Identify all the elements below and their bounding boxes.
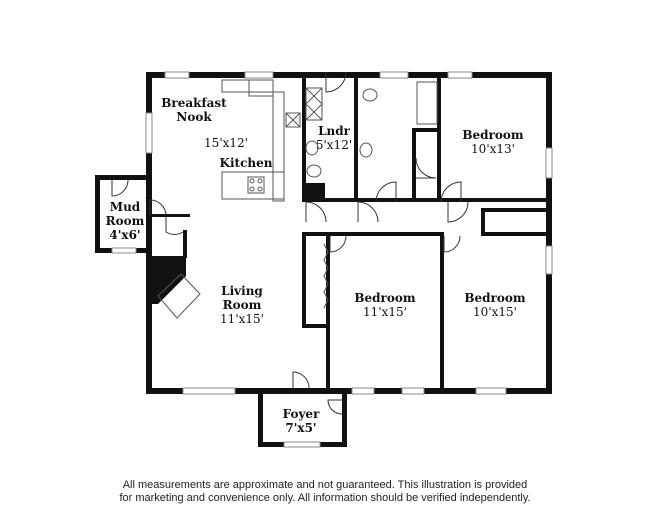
kitchen-name: Kitchen [219,156,273,170]
disclaimer-text: All measurements are approximate and not… [0,479,650,505]
breakfast-dims: 15'x12' [204,136,248,150]
room-label-bedroom-3: Bedroom 10'x15' [458,291,532,319]
bedroom3-name: Bedroom [464,291,526,305]
disclaimer-line-2: for marketing and convenience only. All … [119,492,531,504]
window-marks [111,71,553,448]
foyer-dims: 7'x5' [285,421,317,435]
room-label-foyer: Foyer 7'x5' [276,407,326,435]
bedroom2-dims: 11'x15' [363,305,407,319]
bedroom1-dims: 10'x13' [471,142,515,156]
room-label-bedroom-2: Bedroom 11'x15' [348,291,422,319]
mud-dims: 4'x6' [109,228,141,242]
living-name-line1: Living [221,284,263,298]
bedroom1-name: Bedroom [462,128,524,142]
room-label-bedroom-1: Bedroom 10'x13' [458,128,528,156]
foyer-name: Foyer [282,407,320,421]
disclaimer-line-1: All measurements are approximate and not… [122,479,528,491]
living-dims: 11'x15' [220,312,264,326]
mud-name-line1: Mud [109,200,141,214]
living-name-line2: Room [222,298,262,312]
room-label-mud-room: Mud Room 4'x6' [104,200,146,242]
bedroom3-dims: 10'x15' [473,305,517,319]
laundry-name: Lndr [318,124,350,138]
interior-walls [146,72,552,392]
door-swings [111,71,469,415]
breakfast-name-line1: Breakfast [161,96,227,110]
fixtures [157,79,438,319]
room-label-living-room: Living Room 11'x15' [210,284,274,326]
breakfast-name-line2: Nook [176,110,212,124]
room-label-laundry: Lndr 5'x12' [312,124,356,152]
bedroom2-name: Bedroom [354,291,416,305]
laundry-dims: 5'x12' [315,138,353,152]
mud-name-line2: Room [105,214,145,228]
room-dims-breakfast-nook: 15'x12' [198,136,254,150]
room-label-breakfast-nook: Breakfast Nook [160,96,228,124]
room-label-kitchen: Kitchen [214,156,278,170]
